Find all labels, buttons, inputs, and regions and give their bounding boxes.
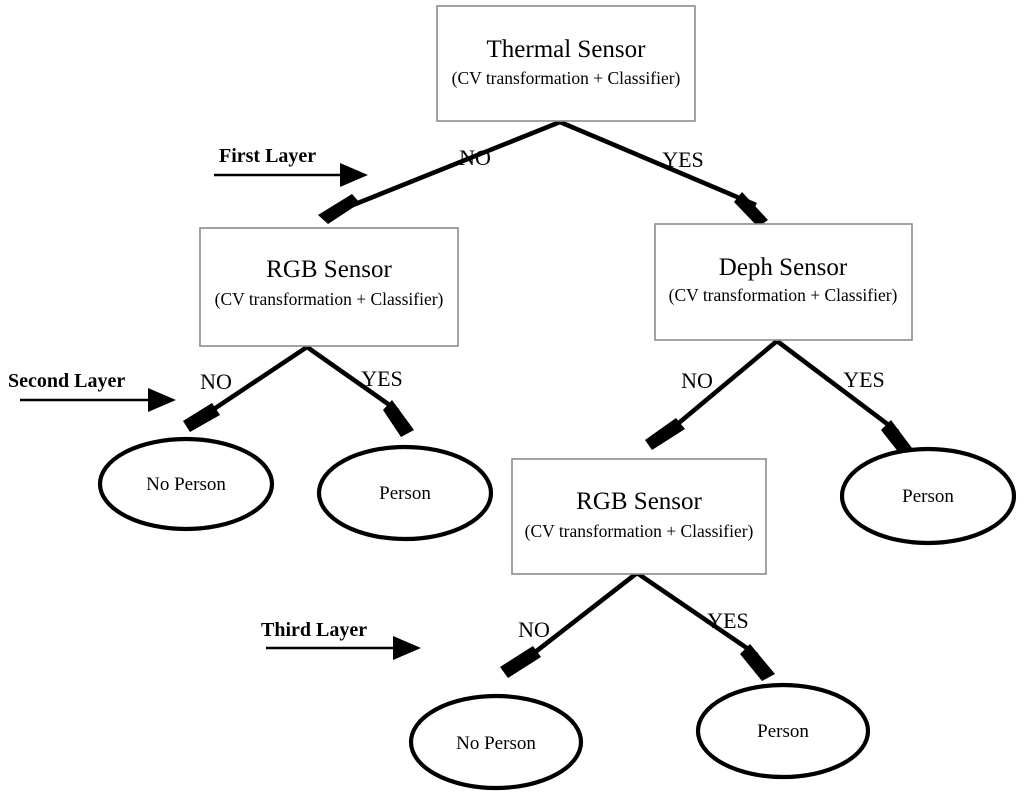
edge-rgb-l3-to-no-person [500, 571, 639, 678]
node-thermal-sensor[interactable]: Thermal Sensor (CV transformation + Clas… [436, 5, 696, 122]
edge-thermal-to-deph [559, 119, 768, 227]
node-no-person-left-label: No Person [146, 474, 226, 495]
node-no-person-bottom[interactable]: No Person [408, 693, 584, 791]
arrowhead-thermal-yes [734, 192, 768, 227]
edge-thermal-to-rgb [318, 119, 561, 224]
node-thermal-sensor-title: Thermal Sensor [487, 36, 647, 63]
node-deph-sensor-layer2-title: Deph Sensor [719, 254, 848, 281]
layer-marker-third-label: Third Layer [261, 619, 367, 641]
node-person-left-label: Person [379, 483, 431, 504]
node-rgb-sensor-layer3-subtitle: (CV transformation + Classifier) [525, 521, 754, 541]
edge-label-rgb-l3-yes: YES [707, 608, 749, 633]
edge-line-deph-yes [775, 339, 900, 434]
node-deph-sensor-layer2-subtitle: (CV transformation + Classifier) [669, 285, 898, 305]
node-person-bottom-ellipse[interactable] [695, 682, 871, 780]
layer-marker-third-arrow-icon [393, 636, 421, 660]
edge-deph-to-person-right [775, 339, 915, 458]
node-deph-sensor-layer2[interactable]: Deph Sensor (CV transformation + Classif… [654, 223, 913, 341]
arrowhead-rgb-l2-no [183, 403, 220, 432]
node-person-bottom-label: Person [757, 721, 809, 742]
node-rgb-sensor-layer3-title: RGB Sensor [576, 488, 702, 515]
node-no-person-bottom-label: No Person [456, 733, 536, 754]
edge-deph-to-rgb-l3 [645, 339, 779, 450]
node-no-person-bottom-ellipse[interactable] [408, 693, 584, 791]
edge-label-deph-no: NO [681, 368, 713, 393]
edge-rgb-l3-to-person [635, 571, 775, 681]
edge-label-thermal-no: NO [459, 145, 491, 170]
node-rgb-sensor-layer3-box[interactable] [511, 458, 767, 575]
node-person-right-label: Person [902, 486, 954, 507]
layer-marker-first: First Layer [214, 145, 368, 187]
node-deph-sensor-layer2-box[interactable] [654, 223, 913, 341]
node-no-person-left[interactable]: No Person [97, 436, 275, 532]
node-rgb-sensor-layer2-title: RGB Sensor [266, 256, 392, 283]
layer-marker-third: Third Layer [261, 619, 421, 660]
arrowhead-deph-no [645, 418, 685, 450]
edge-line-thermal-yes [559, 119, 757, 208]
edge-label-rgb-l2-yes: YES [361, 366, 403, 391]
edge-label-thermal-yes: YES [662, 147, 704, 172]
node-rgb-sensor-layer3[interactable]: RGB Sensor (CV transformation + Classifi… [511, 458, 767, 575]
edge-label-rgb-l2-no: NO [200, 369, 232, 394]
edge-line-rgb-l3-no [523, 571, 639, 662]
edge-rgb-l2-to-no-person [183, 345, 309, 432]
node-person-right-ellipse[interactable] [839, 446, 1017, 546]
edge-line-thermal-no [337, 119, 561, 214]
arrowhead-rgb-l3-yes [740, 644, 775, 681]
node-rgb-sensor-layer2-box[interactable] [199, 227, 459, 347]
arrowhead-rgb-l3-no [500, 646, 541, 678]
node-thermal-sensor-box[interactable] [436, 5, 696, 122]
edge-label-deph-yes: YES [843, 367, 885, 392]
edge-rgb-l2-to-person [305, 345, 414, 437]
arrowhead-thermal-no [318, 194, 360, 224]
layer-marker-first-arrow-icon [340, 163, 368, 187]
node-person-bottom[interactable]: Person [695, 682, 871, 780]
layer-marker-second: Second Layer [8, 370, 176, 412]
edge-line-rgb-l2-no [203, 345, 309, 417]
layer-marker-first-label: First Layer [219, 145, 316, 167]
node-person-left-ellipse[interactable] [316, 444, 494, 542]
layer-marker-second-label: Second Layer [8, 370, 125, 392]
arrowhead-rgb-l2-yes [383, 400, 414, 437]
layer-marker-second-arrow-icon [148, 388, 176, 412]
node-person-right[interactable]: Person [839, 446, 1017, 546]
node-rgb-sensor-layer2-subtitle: (CV transformation + Classifier) [215, 289, 444, 309]
node-thermal-sensor-subtitle: (CV transformation + Classifier) [452, 68, 681, 88]
edge-label-rgb-l3-no: NO [518, 617, 550, 642]
edge-line-rgb-l2-yes [305, 345, 400, 413]
node-no-person-left-ellipse[interactable] [97, 436, 275, 532]
node-person-left[interactable]: Person [316, 444, 494, 542]
edge-line-deph-no [666, 339, 779, 434]
node-rgb-sensor-layer2[interactable]: RGB Sensor (CV transformation + Classifi… [199, 227, 459, 347]
edge-line-rgb-l3-yes [635, 571, 759, 657]
